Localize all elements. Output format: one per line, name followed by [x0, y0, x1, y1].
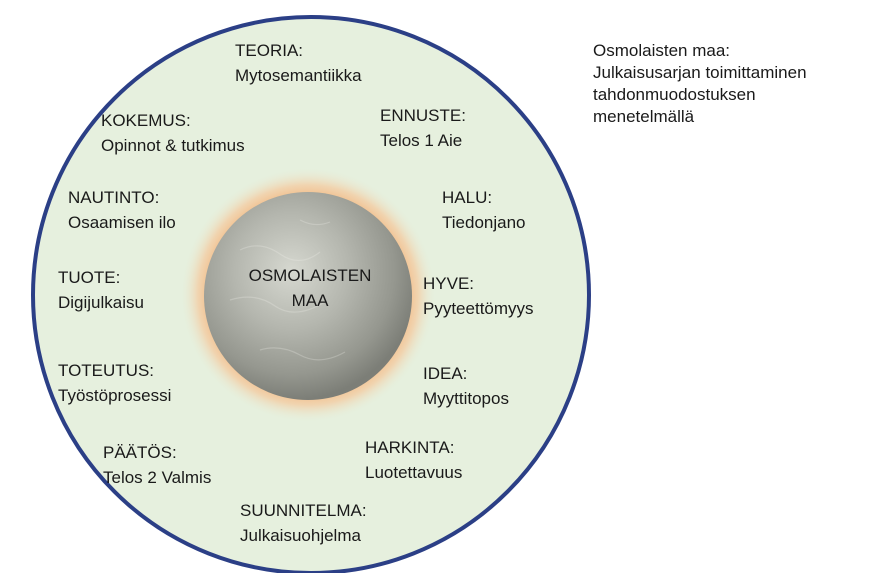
segment-text: Pyyteettömyys: [423, 296, 534, 321]
segment-text: Myyttitopos: [423, 386, 509, 411]
segment-heading: TEORIA:: [235, 38, 362, 63]
side-note-line1: Osmolaisten maa:: [593, 40, 807, 62]
side-note-line4: menetelmällä: [593, 106, 807, 128]
center-label: OSMOLAISTEN MAA: [228, 263, 392, 313]
segment-heading: NAUTINTO:: [68, 185, 176, 210]
segment-suunnitelma: SUUNNITELMA: Julkaisuohjelma: [240, 498, 367, 548]
segment-harkinta: HARKINTA: Luotettavuus: [365, 435, 462, 485]
segment-text: Telos 1 Aie: [380, 128, 466, 153]
segment-kokemus: KOKEMUS: Opinnot & tutkimus: [101, 108, 245, 158]
segment-heading: HYVE:: [423, 271, 534, 296]
segment-text: Telos 2 Valmis: [103, 465, 211, 490]
side-note: Osmolaisten maa: Julkaisusarjan toimitta…: [593, 40, 807, 128]
segment-heading: TOTEUTUS:: [58, 358, 171, 383]
segment-heading: SUUNNITELMA:: [240, 498, 367, 523]
center-label-line1: OSMOLAISTEN: [228, 263, 392, 288]
segment-heading: ENNUSTE:: [380, 103, 466, 128]
segment-heading: KOKEMUS:: [101, 108, 245, 133]
segment-text: Osaamisen ilo: [68, 210, 176, 235]
segment-halu: HALU: Tiedonjano: [442, 185, 526, 235]
segment-text: Julkaisuohjelma: [240, 523, 367, 548]
segment-heading: PÄÄTÖS:: [103, 440, 211, 465]
segment-text: Luotettavuus: [365, 460, 462, 485]
segment-text: Mytosemantiikka: [235, 63, 362, 88]
segment-teoria: TEORIA: Mytosemantiikka: [235, 38, 362, 88]
segment-text: Opinnot & tutkimus: [101, 133, 245, 158]
segment-text: Digijulkaisu: [58, 290, 144, 315]
segment-heading: HALU:: [442, 185, 526, 210]
side-note-line3: tahdonmuodostuksen: [593, 84, 807, 106]
segment-text: Tiedonjano: [442, 210, 526, 235]
segment-ennuste: ENNUSTE: Telos 1 Aie: [380, 103, 466, 153]
segment-heading: TUOTE:: [58, 265, 144, 290]
segment-heading: IDEA:: [423, 361, 509, 386]
segment-hyve: HYVE: Pyyteettömyys: [423, 271, 534, 321]
segment-nautinto: NAUTINTO: Osaamisen ilo: [68, 185, 176, 235]
center-label-line2: MAA: [228, 288, 392, 313]
segment-tuote: TUOTE: Digijulkaisu: [58, 265, 144, 315]
segment-heading: HARKINTA:: [365, 435, 462, 460]
segment-text: Työstöprosessi: [58, 383, 171, 408]
segment-toteutus: TOTEUTUS: Työstöprosessi: [58, 358, 171, 408]
segment-paatos: PÄÄTÖS: Telos 2 Valmis: [103, 440, 211, 490]
side-note-line2: Julkaisusarjan toimittaminen: [593, 62, 807, 84]
segment-idea: IDEA: Myyttitopos: [423, 361, 509, 411]
